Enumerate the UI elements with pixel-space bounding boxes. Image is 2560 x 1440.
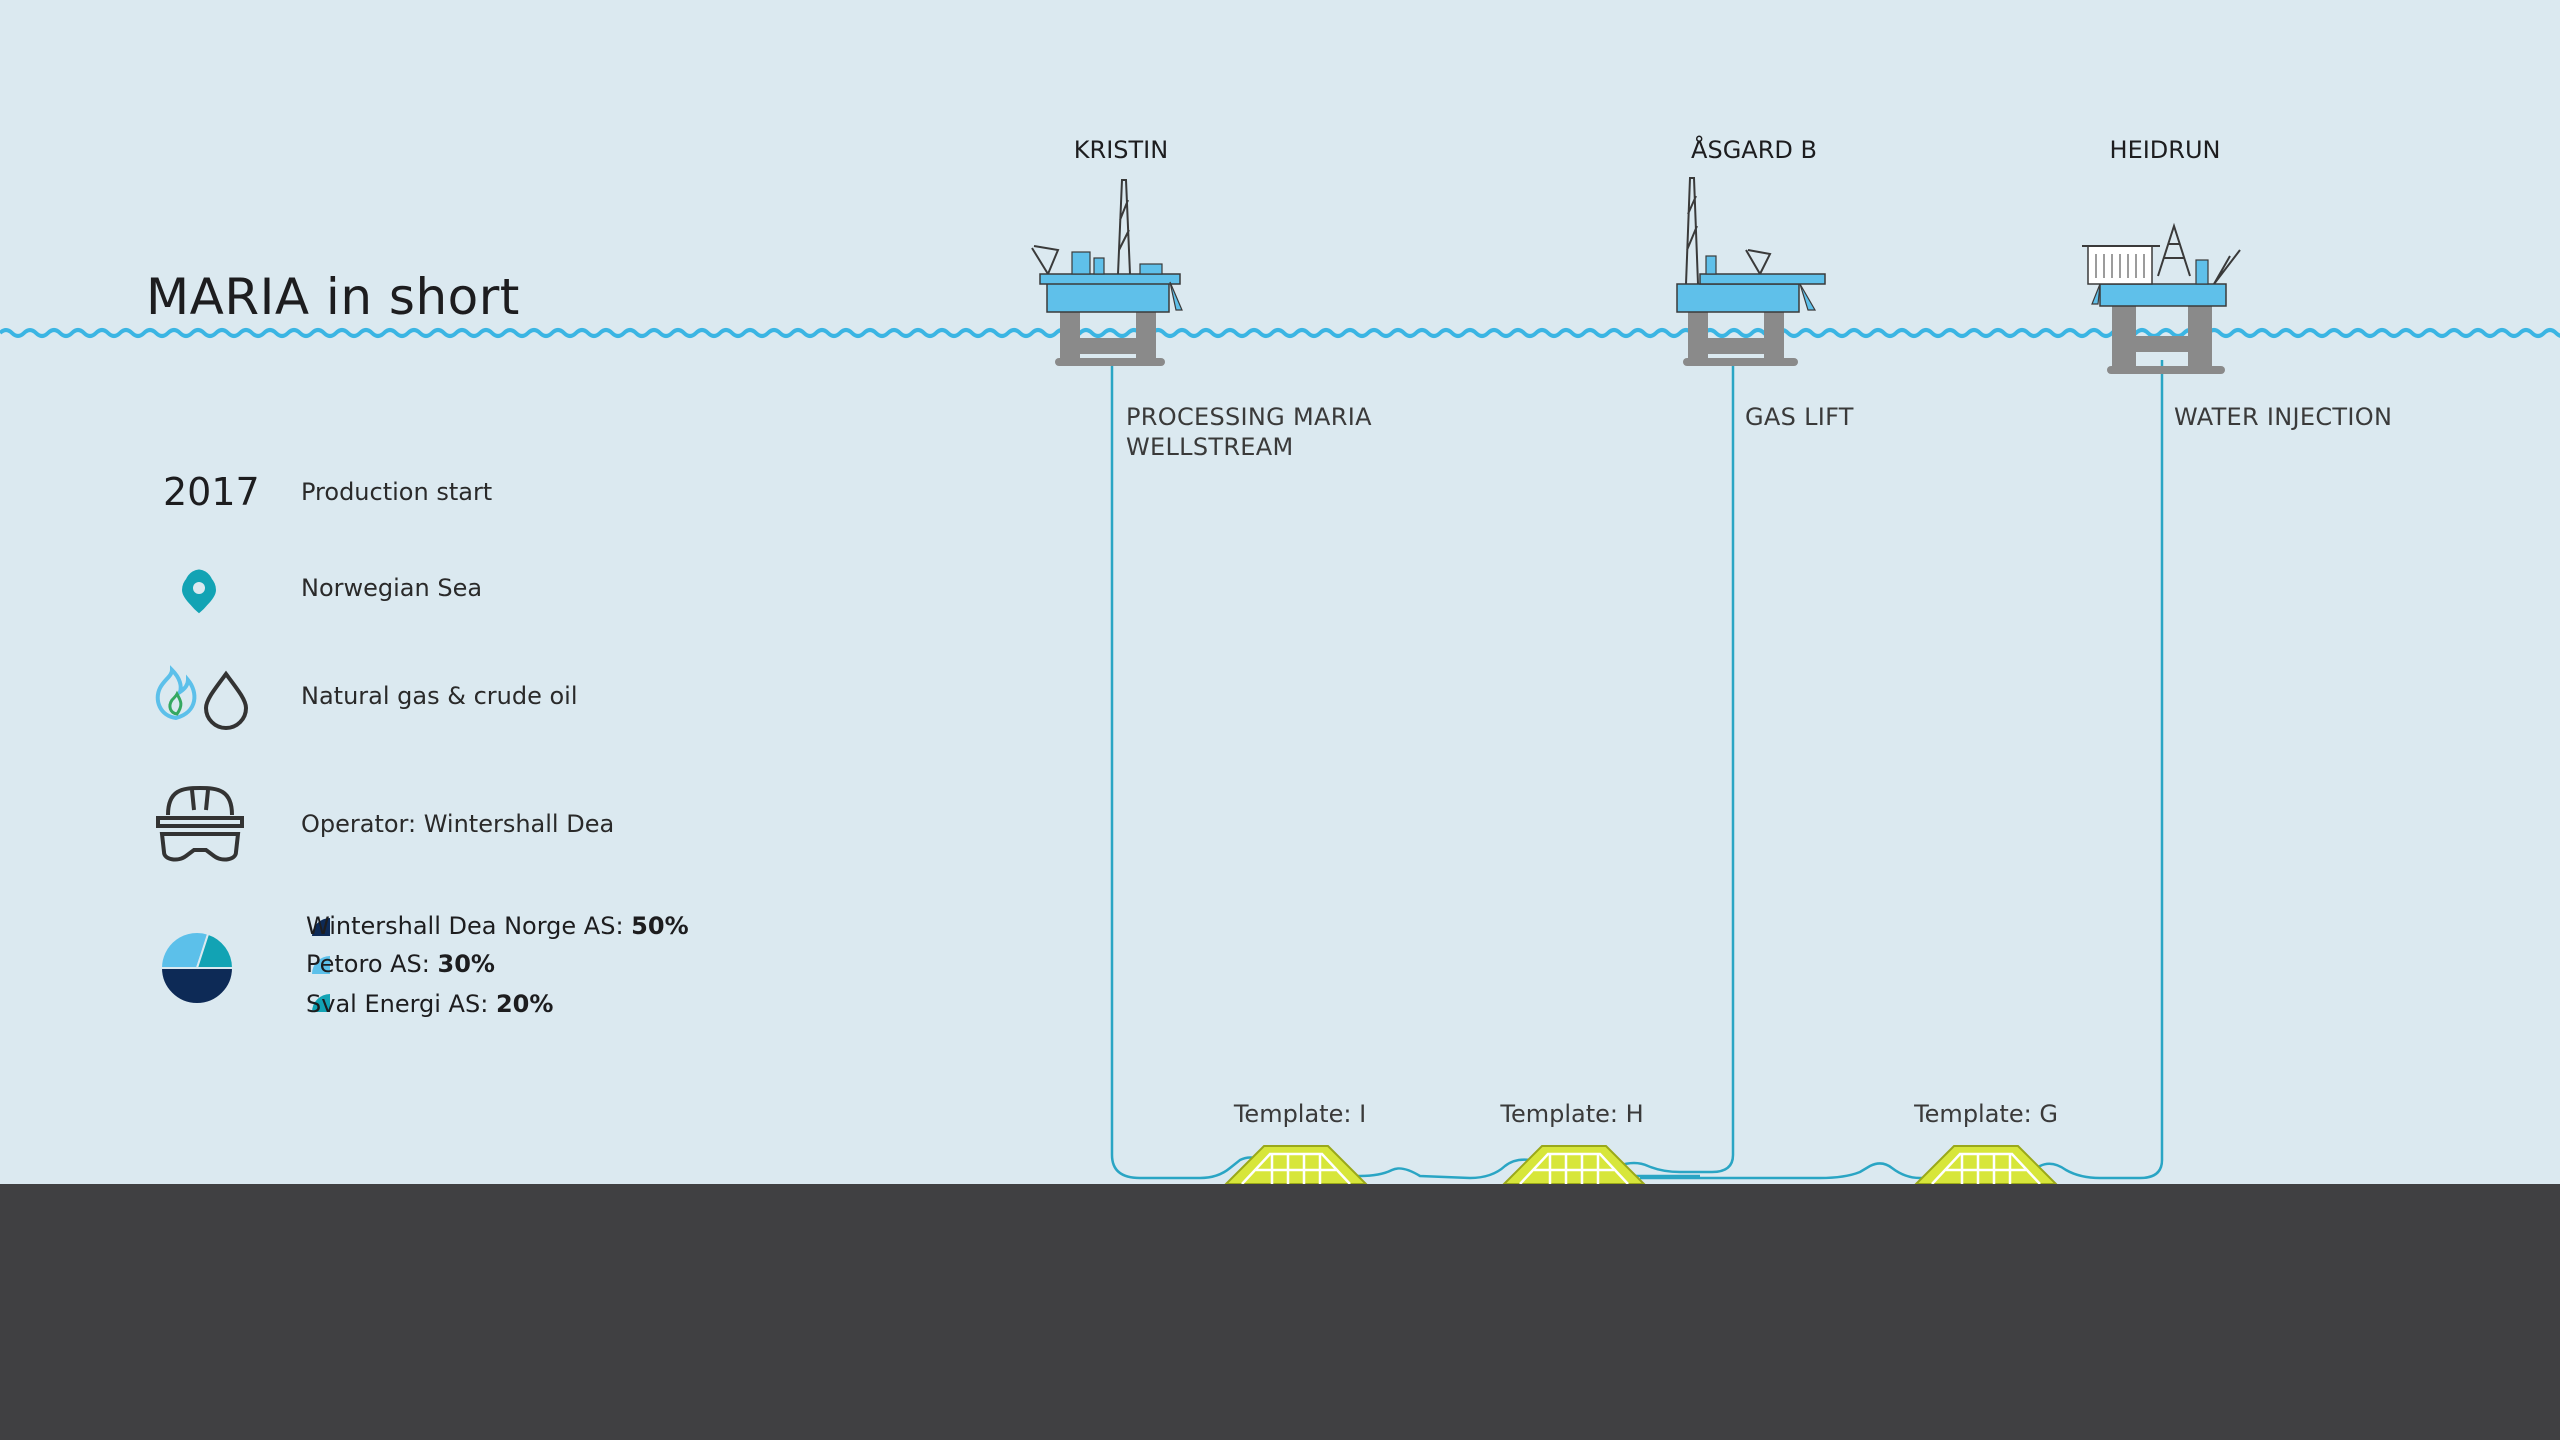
owner-name: Petoro AS: xyxy=(306,950,438,978)
template-label-i: Template: I xyxy=(1233,1100,1367,1128)
pipeline-kristin xyxy=(1110,360,1700,1180)
hard-hat-and-goggles-icon xyxy=(156,785,244,862)
template-g xyxy=(1913,1145,2059,1185)
production-year: 2017 xyxy=(163,470,260,514)
platform-heidrun xyxy=(2082,222,2241,374)
template-h xyxy=(1501,1145,1647,1185)
template-label-h: Template: H xyxy=(1500,1100,1644,1128)
pie-slice xyxy=(159,931,210,969)
owner-wintershall: Wintershall Dea Norge AS: 50% xyxy=(306,912,689,940)
template-label-g: Template: G xyxy=(1914,1100,2058,1128)
production-start-label: Production start xyxy=(301,478,493,506)
pipeline-heidrun xyxy=(1640,360,2164,1180)
location-pin-icon xyxy=(182,569,216,614)
gas-flame-and-oil-drop-icon xyxy=(155,665,249,730)
subsea-templates xyxy=(1223,1145,2059,1185)
seabed xyxy=(0,1184,2560,1440)
owner-share: 20% xyxy=(495,990,554,1018)
owner-name: Wintershall Dea Norge AS: xyxy=(306,912,632,940)
legend-swatch xyxy=(312,918,330,936)
owner-petoro: Petoro AS: 30% xyxy=(306,950,495,978)
sea-surface-wave xyxy=(0,328,2560,338)
platform-asgard-b xyxy=(1676,177,1826,366)
ownership-pie-icon xyxy=(159,931,235,1005)
resources-label: Natural gas & crude oil xyxy=(301,682,578,710)
owner-share: 30% xyxy=(437,950,495,978)
legend-swatch xyxy=(312,994,330,1012)
operator-label: Operator: Wintershall Dea xyxy=(301,810,615,838)
owner-name: Sval Energi AS: xyxy=(306,990,496,1018)
ownership-legend-swatches xyxy=(312,918,330,1012)
pipeline-asgard xyxy=(1579,360,1735,1178)
platform-name-kristin: KRISTIN xyxy=(1073,136,1169,164)
platform-name-asgard-b: ÅSGARD B xyxy=(1691,136,1817,164)
role-kristin: PROCESSING MARIA WELLSTREAM xyxy=(1126,403,1372,461)
owner-sval: Sval Energi AS: 20% xyxy=(306,990,553,1018)
location-label: Norwegian Sea xyxy=(301,574,483,602)
page-title: MARIA in short xyxy=(146,268,520,326)
owner-share: 50% xyxy=(631,912,689,940)
role-heidrun: WATER INJECTION xyxy=(2174,403,2393,431)
pipelines xyxy=(1110,360,2164,1180)
legend-swatch xyxy=(312,956,330,974)
pie-slice xyxy=(159,967,235,1005)
platform-kristin xyxy=(1031,179,1183,366)
pie-slice xyxy=(195,932,235,969)
template-i xyxy=(1223,1145,1369,1185)
platform-name-heidrun: HEIDRUN xyxy=(2109,136,2221,164)
role-asgard-b: GAS LIFT xyxy=(1745,403,1854,431)
